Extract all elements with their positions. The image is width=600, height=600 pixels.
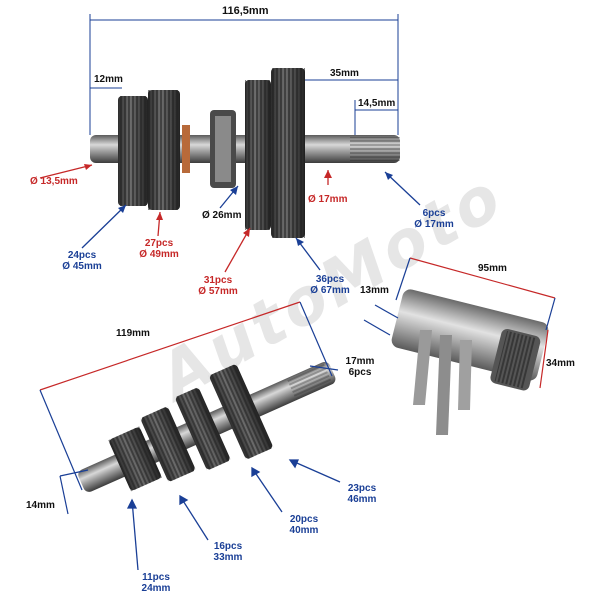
gear-23-pcs: 23pcs: [347, 483, 377, 494]
gear-27-dia: Ø 49mm: [139, 249, 179, 260]
gear-24-pcs: 24pcs: [67, 250, 97, 261]
gear-16-dia: 33mm: [213, 552, 243, 563]
label-left-offset: 12mm: [94, 74, 123, 85]
gear-31-dia: Ø 57mm: [198, 286, 238, 297]
bottom-shaft: [78, 361, 336, 492]
shift-drum: [391, 289, 549, 435]
shift-fork-3: [458, 340, 472, 410]
label-drum-side-dia: 34mm: [546, 358, 575, 369]
spline-bottom-pcs: 6pcs: [348, 367, 372, 378]
gear-20-pcs: 20pcs: [289, 514, 319, 525]
label-collar-dia: Ø 26mm: [202, 210, 242, 221]
gear-27-pcs: 27pcs: [144, 238, 174, 249]
label-overall-length-top: 116,5mm: [222, 5, 269, 17]
label-drum-length: 95mm: [478, 263, 507, 274]
gear-23-dia: 46mm: [347, 494, 377, 505]
label-spline-bottom: 17mm 6pcs: [344, 356, 376, 378]
label-right-offset: 35mm: [330, 68, 359, 79]
gear-36-dia: Ø 67mm: [310, 285, 350, 296]
gear-20-dia: 40mm: [289, 525, 319, 536]
label-overall-length-bottom: 119mm: [116, 328, 150, 339]
gear-11-dia: 24mm: [141, 583, 171, 594]
label-gear-24: 24pcs Ø 45mm: [60, 250, 104, 272]
label-gear-31: 31pcs Ø 57mm: [196, 275, 240, 297]
gear-36-pcs: 36pcs: [315, 274, 345, 285]
bottom-dimension-lines: [39, 301, 339, 515]
spline-top-dia: Ø 17mm: [414, 219, 454, 230]
label-gear-11: 11pcs 24mm: [136, 572, 176, 594]
top-leader-lines: [39, 164, 421, 273]
label-spline-length: 14,5mm: [358, 98, 396, 109]
drum-dimension-lines: [363, 257, 556, 389]
label-drum-end-dia: 13mm: [360, 285, 389, 296]
gear-24-dia: Ø 45mm: [62, 261, 102, 272]
top-shaft: [90, 68, 400, 238]
spline-top-pcs: 6pcs: [422, 208, 446, 219]
label-gear-36: 36pcs Ø 67mm: [306, 274, 354, 296]
spline-bottom-dia: 17mm: [345, 356, 375, 367]
label-shaft-end-dia: Ø 13,5mm: [30, 176, 78, 187]
bottom-leader-lines: [126, 459, 341, 571]
label-shaft-dia: Ø 17mm: [308, 194, 348, 205]
label-gear-16: 16pcs 33mm: [208, 541, 248, 563]
label-gear-23: 23pcs 46mm: [342, 483, 382, 505]
gear-31-pcs: 31pcs: [203, 275, 233, 286]
gear-11-pcs: 11pcs: [142, 572, 170, 583]
gear-16-pcs: 16pcs: [213, 541, 243, 552]
label-gear-20: 20pcs 40mm: [284, 514, 324, 536]
label-gear-27: 27pcs Ø 49mm: [134, 238, 184, 260]
label-spline-top: 6pcs Ø 17mm: [414, 208, 454, 230]
shift-fork-1: [413, 330, 432, 405]
top-shaft-spline-end: [350, 137, 400, 161]
shift-fork-2: [436, 335, 452, 435]
label-bottom-end-dia: 14mm: [26, 500, 55, 511]
top-dimension-lines: [89, 14, 399, 135]
